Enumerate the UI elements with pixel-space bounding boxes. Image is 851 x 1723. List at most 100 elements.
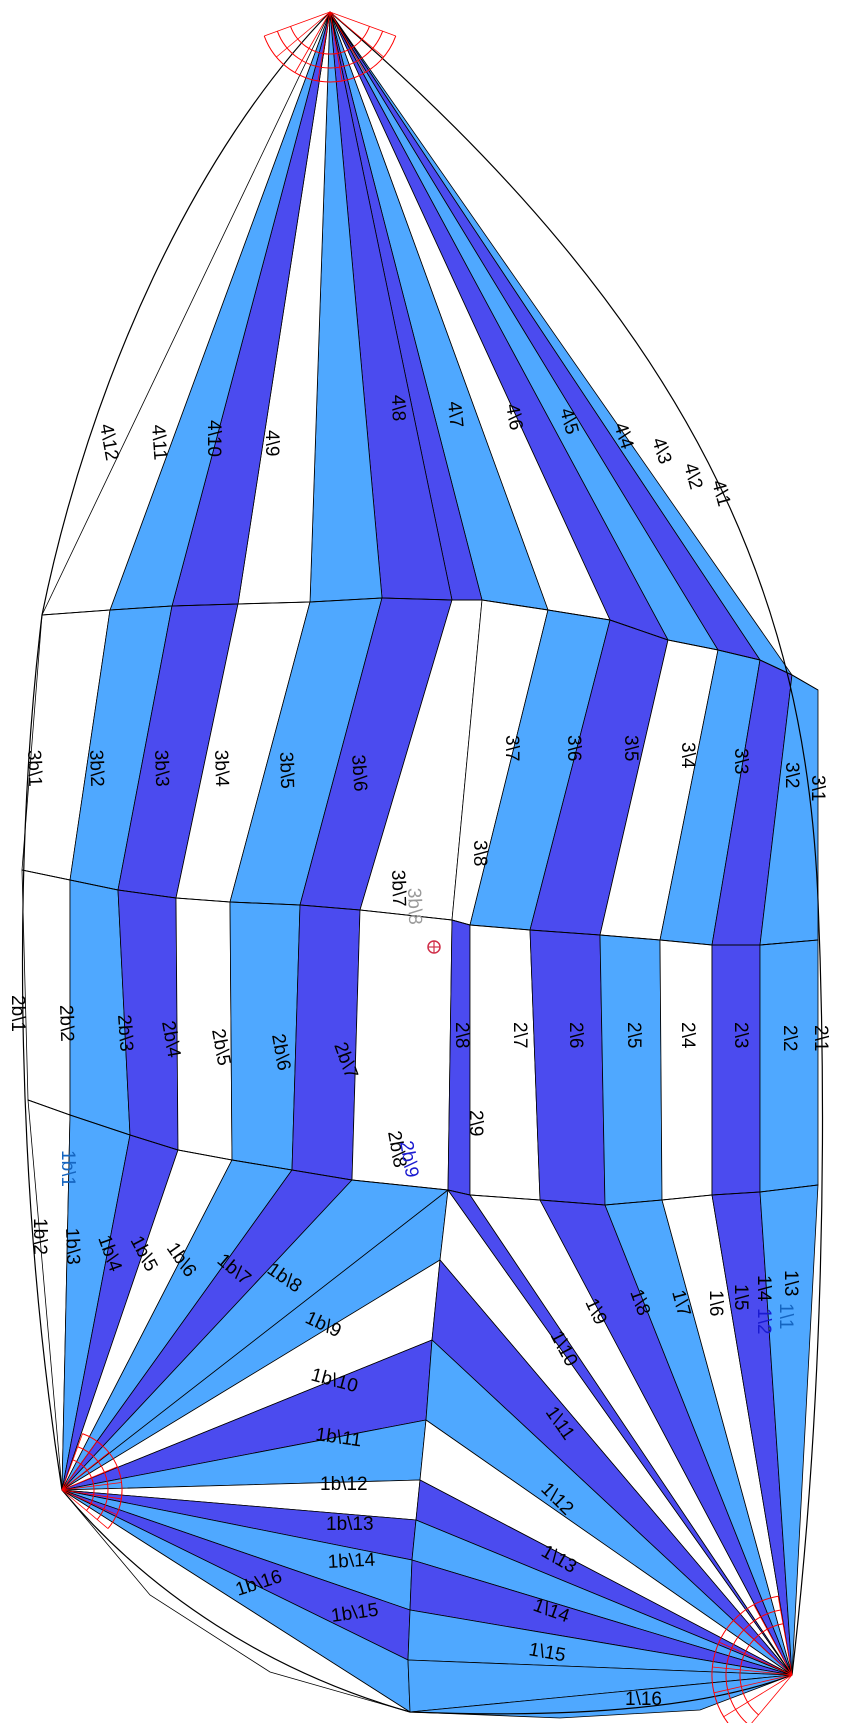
- panel-label: 4\10: [203, 420, 224, 457]
- panel-label: 3\8: [469, 840, 490, 866]
- corner-ray: [317, 11, 331, 82]
- panel-label: 3\6: [563, 735, 584, 761]
- panel-label: 4\6: [501, 402, 526, 432]
- corner-ray: [753, 1604, 793, 1676]
- panel: [759, 939, 819, 1193]
- corner-arc: [725, 1609, 781, 1723]
- corner-ray: [712, 1666, 793, 1676]
- panel-label: 3\1: [807, 775, 828, 801]
- corner-ray: [61, 1433, 83, 1491]
- sail-panels: [21, 11, 819, 1719]
- corner-ray: [777, 1596, 793, 1676]
- panel-label: 1b\12: [320, 1474, 368, 1495]
- panel-label: 3\5: [620, 735, 641, 761]
- panel-label: 2\5: [623, 1022, 644, 1048]
- panel-label: 2\8: [451, 1022, 472, 1048]
- panel-label: 1b\14: [327, 1550, 376, 1573]
- panel-label: 3b\5: [275, 751, 297, 789]
- corner-reference-marks: [61, 11, 793, 1723]
- panel-label: 3\4: [677, 742, 698, 769]
- panel: [447, 919, 471, 1196]
- panel-label: 3\2: [781, 762, 802, 788]
- panel-label: 3b\4: [210, 749, 232, 787]
- corner-ray: [329, 11, 366, 73]
- panel: [529, 929, 606, 1206]
- corner-ray: [329, 11, 396, 37]
- corner-ray: [264, 11, 331, 37]
- panel: [659, 939, 713, 1201]
- panel-label: 3b\1: [23, 749, 45, 787]
- corner-ray: [61, 1482, 122, 1491]
- sail-outline: [21, 11, 824, 1715]
- panel-seams: [21, 597, 819, 1206]
- corner-ray: [61, 1489, 122, 1500]
- corner-ray: [329, 11, 384, 58]
- panel-label: 2b\3: [113, 1014, 137, 1052]
- panel-label: 2\1: [810, 1025, 831, 1051]
- panel-label: 1b\2: [29, 1218, 50, 1255]
- panel-label: 2\9: [465, 1110, 486, 1136]
- panel-label: 1\1: [775, 1303, 796, 1329]
- panel-label: 3b\6: [347, 754, 371, 792]
- panel-label: 4\11: [147, 424, 170, 461]
- panel-label: 2b\2: [55, 1004, 77, 1042]
- corner-ray: [61, 1466, 118, 1491]
- corner-arc: [263, 35, 397, 83]
- corner-arc: [739, 1623, 784, 1716]
- panel-label: 3b\3: [150, 749, 172, 787]
- corner-arc: [82, 1433, 123, 1529]
- corner-ray: [718, 1641, 793, 1676]
- panel-label: 4\12: [95, 422, 122, 462]
- seam: [21, 869, 819, 946]
- corner-ray: [329, 11, 343, 82]
- panel-label: 1\6: [705, 1290, 726, 1316]
- seam: [27, 1099, 819, 1206]
- panel-label: 1b\1: [57, 1150, 78, 1187]
- panel-label: 1\16: [625, 1689, 662, 1710]
- panel-label: 1\5: [730, 1284, 751, 1310]
- corner-ray: [751, 1674, 793, 1723]
- panel: [61, 1489, 411, 1713]
- corner-ray: [61, 1489, 109, 1529]
- corner-ray: [713, 1674, 793, 1694]
- panel-label: 3\3: [730, 748, 751, 774]
- panel-label: 2b\1: [7, 995, 28, 1032]
- corner-arc: [711, 1595, 779, 1723]
- corner-ray: [733, 1620, 793, 1676]
- panel-label: 1b\13: [326, 1514, 374, 1535]
- corner-arc: [72, 1459, 95, 1511]
- corner-ray: [723, 1674, 793, 1718]
- panel-label: 1\3: [780, 1270, 801, 1296]
- panel-label: 3b\2: [85, 749, 107, 787]
- corner-ray: [276, 11, 331, 58]
- corner-ray: [61, 1489, 117, 1516]
- panel-label: 2\6: [565, 1022, 586, 1048]
- panel: [229, 901, 301, 1171]
- corner-ray: [61, 1441, 98, 1491]
- panel: [711, 944, 761, 1196]
- panel-label: 3b\8: [403, 887, 425, 925]
- panel: [21, 869, 71, 1116]
- corner-arc: [290, 26, 370, 55]
- panel: [469, 924, 541, 1201]
- panel-label: 2\2: [779, 1025, 800, 1051]
- corner-ray: [61, 1452, 110, 1491]
- panel-label: 4\2: [679, 461, 706, 492]
- panel-label: 1\4: [753, 1275, 774, 1302]
- panel-label: 3\7: [501, 735, 522, 761]
- corner-ray: [294, 11, 331, 73]
- panel-label: 4\1: [707, 478, 734, 509]
- panel-label: 3b\7: [387, 869, 409, 907]
- panel-label: 2\4: [677, 1022, 698, 1049]
- panel-label: 4\8: [387, 394, 409, 421]
- panel-label: 1b\3: [61, 1227, 83, 1265]
- panel-label: 2\7: [509, 1022, 530, 1048]
- panel-label: 4\3: [647, 435, 675, 467]
- corner-arc: [77, 1446, 109, 1520]
- panel-label: 4\9: [261, 430, 282, 456]
- panel: [599, 934, 663, 1206]
- panel-label: 1\2: [753, 1308, 774, 1334]
- seam: [41, 597, 819, 691]
- panel-label: 4\7: [443, 400, 467, 428]
